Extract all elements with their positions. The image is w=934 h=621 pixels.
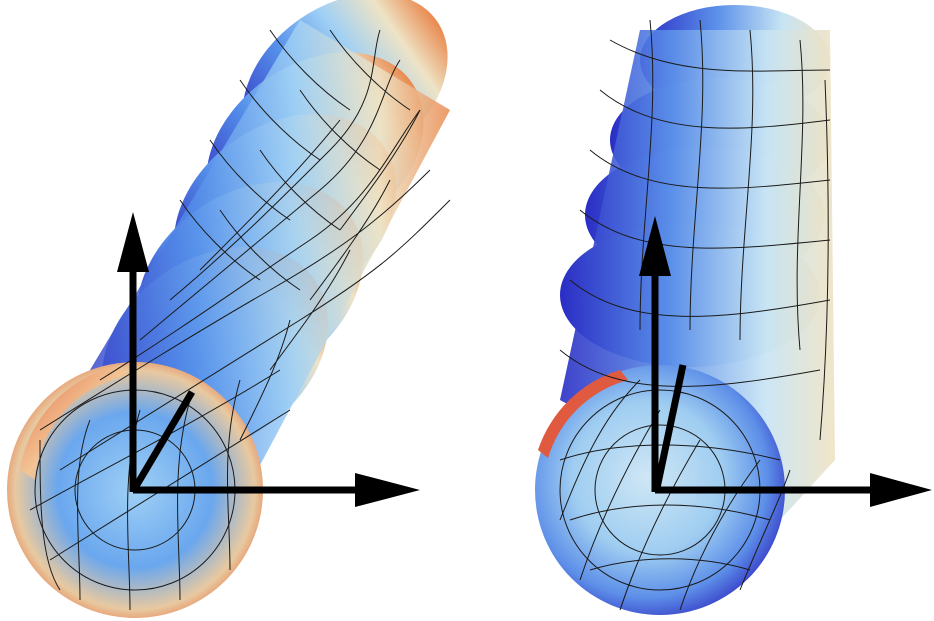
left-tube	[7, 0, 451, 618]
right-diagonal-arrow	[653, 364, 687, 489]
right-horizontal-arrowhead	[870, 473, 932, 507]
left-vertical-arrowhead	[117, 212, 149, 272]
left-tube-rim	[20, 365, 130, 480]
right-vertical-arrowhead	[639, 216, 671, 276]
right-tube	[535, 5, 835, 615]
left-axes	[117, 212, 420, 507]
right-mesh	[559, 19, 831, 611]
left-diagonal-arrow	[131, 390, 196, 490]
right-axes	[639, 216, 932, 507]
left-horizontal-arrowhead	[355, 473, 420, 507]
